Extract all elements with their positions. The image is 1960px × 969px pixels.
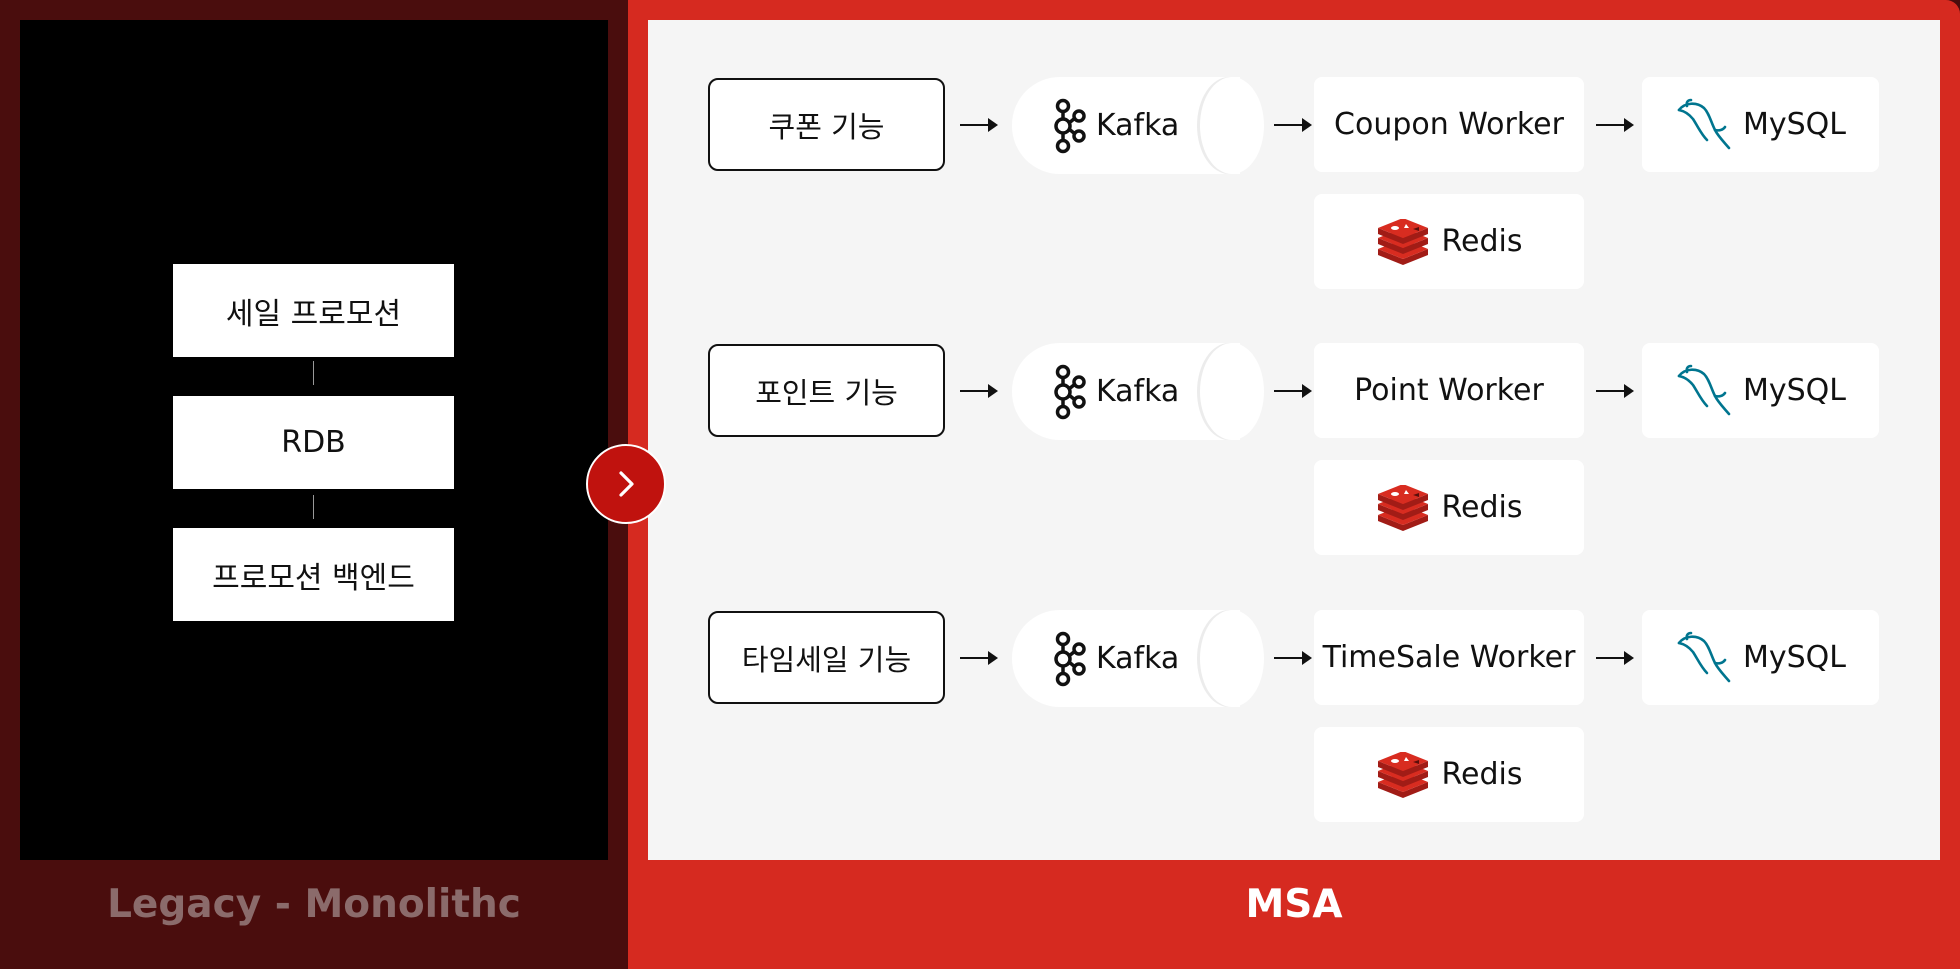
legacy-connector xyxy=(313,495,314,519)
worker-card-point: Point Worker xyxy=(1314,343,1584,438)
arrow xyxy=(960,118,998,132)
kafka-queue: Kafka xyxy=(1012,343,1264,440)
feature-box-coupon: 쿠폰 기능 xyxy=(708,78,945,171)
kafka-queue: Kafka xyxy=(1012,77,1264,174)
legacy-box-sale-promotion: 세일 프로모션 xyxy=(173,264,454,357)
kafka-label: Kafka xyxy=(1096,108,1180,143)
arrow xyxy=(960,384,998,398)
arrow xyxy=(1274,118,1312,132)
kafka-label: Kafka xyxy=(1096,374,1180,409)
worker-card-timesale: TimeSale Worker xyxy=(1314,610,1584,705)
arrow xyxy=(1274,651,1312,665)
worker-label: TimeSale Worker xyxy=(1322,640,1576,675)
redis-card: Redis xyxy=(1314,460,1584,555)
legacy-connector xyxy=(313,361,314,385)
mysql-card: MySQL xyxy=(1642,77,1879,172)
mysql-dolphin-icon xyxy=(1677,98,1731,149)
kafka-label: Kafka xyxy=(1096,641,1180,676)
mysql-label: MySQL xyxy=(1742,640,1846,675)
feature-box-timesale: 타임세일 기능 xyxy=(708,611,945,704)
legacy-box-rdb: RDB xyxy=(173,396,454,489)
arrow xyxy=(1596,384,1634,398)
redis-icon xyxy=(1377,218,1428,265)
mysql-card: MySQL xyxy=(1642,610,1879,705)
mysql-dolphin-icon xyxy=(1677,364,1731,415)
mysql-dolphin-icon xyxy=(1677,631,1731,682)
arrow xyxy=(1274,384,1312,398)
redis-card: Redis xyxy=(1314,727,1584,822)
mysql-card: MySQL xyxy=(1642,343,1879,438)
redis-label: Redis xyxy=(1441,224,1523,259)
worker-label: Point Worker xyxy=(1354,373,1544,408)
mysql-label: MySQL xyxy=(1742,107,1846,142)
redis-card: Redis xyxy=(1314,194,1584,289)
arrow xyxy=(1596,651,1634,665)
worker-label: Coupon Worker xyxy=(1334,107,1564,142)
next-button[interactable] xyxy=(586,444,666,524)
kafka-queue: Kafka xyxy=(1012,610,1264,707)
legacy-box-promotion-backend: 프로모션 백엔드 xyxy=(173,528,454,621)
kafka-icon xyxy=(1054,98,1086,153)
arrow xyxy=(960,651,998,665)
worker-card-coupon: Coupon Worker xyxy=(1314,77,1584,172)
msa-label: MSA xyxy=(1245,882,1343,927)
kafka-icon xyxy=(1054,364,1086,419)
redis-icon xyxy=(1377,484,1428,531)
kafka-icon xyxy=(1054,631,1086,686)
mysql-label: MySQL xyxy=(1742,373,1846,408)
feature-box-point: 포인트 기능 xyxy=(708,344,945,437)
legacy-label: Legacy - Monolithc xyxy=(107,882,521,927)
legacy-panel: 세일 프로모션 RDB 프로모션 백엔드 Legacy - Monolithc xyxy=(0,0,628,969)
chevron-right-icon xyxy=(619,471,634,497)
redis-icon xyxy=(1377,751,1428,798)
redis-label: Redis xyxy=(1441,757,1523,792)
redis-label: Redis xyxy=(1441,490,1523,525)
arrow xyxy=(1596,118,1634,132)
